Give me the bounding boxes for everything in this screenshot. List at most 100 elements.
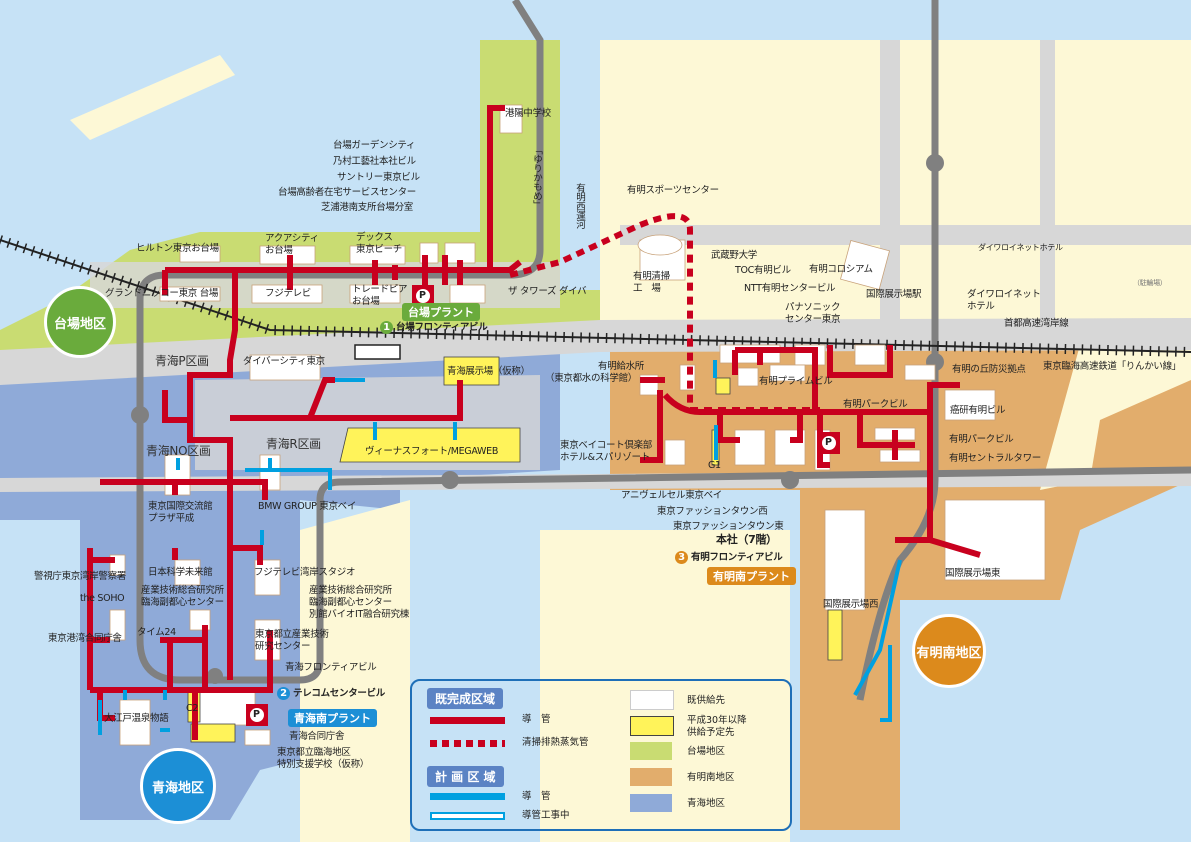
plant-number: 3 (675, 551, 688, 564)
building-label: 港陽中学校 (505, 108, 552, 119)
plant-badge-daiba: 台場プラント (402, 303, 480, 321)
building-label: センター東京 (785, 314, 841, 325)
pipes-completed (87, 105, 981, 740)
legend-construction-label: 導管工事中 (522, 810, 570, 821)
building-label: 工 場 (633, 283, 661, 294)
plant-p-icon: P (825, 437, 832, 448)
building-label: 青海合同庁舎 (289, 731, 345, 742)
yurikamome-line (136, 0, 1191, 684)
legend-planned-supply-label-1: 平成30年以降 (687, 715, 747, 726)
building-label: 東京都立臨海地区 (277, 747, 351, 758)
block-label: 青海R区画 (266, 437, 321, 451)
district-daiba: 台場地区 (44, 286, 116, 358)
building-label: フジテレビ湾岸スタジオ (254, 567, 356, 578)
building-label: 台場ガーデンシティ (333, 140, 416, 151)
plant-number: 1 (380, 321, 393, 334)
legend-ariake-swatch (630, 768, 672, 786)
map-legend: 既完成区域 導 管 清掃排熱蒸気管 計 画 区 域 導 管 導管工事中 既供給先… (410, 679, 792, 831)
building-label: ダイバーシティ東京 (243, 356, 325, 367)
plant-p-icon: P (253, 709, 260, 720)
building-label: 警視庁東京湾岸警察署 (34, 571, 127, 582)
district-aomi: 青海地区 (140, 748, 216, 824)
pipes-planned (98, 360, 902, 735)
building-label: 東京ファッションタウン東 (673, 521, 784, 532)
building-label: （東京都水の科学館） (545, 373, 638, 384)
legend-daiba-swatch (630, 742, 672, 760)
building-label: タイム24 (137, 627, 176, 638)
district-label: 台場地区 (53, 316, 106, 332)
building-label: お台場 (352, 296, 380, 307)
block-label: 青海NO区画 (146, 444, 211, 458)
building-label: 国際展示場東 (945, 568, 1001, 579)
station-marker (131, 406, 149, 424)
legend-pipe-label: 導 管 (522, 714, 551, 725)
plant-p-icon: P (419, 290, 426, 301)
plant-badge-aomi: 青海南プラント (288, 709, 377, 727)
building-label: 特別支援学校（仮称） (277, 759, 370, 770)
district-label: 青海地区 (151, 780, 204, 796)
building-label: 青海展示場（仮称） (447, 366, 530, 377)
building-label: 有明パークビル (949, 434, 1014, 445)
building-label: 青海フロンティアビル (285, 662, 377, 673)
building-label: 別館バイオIT融合研究棟 (309, 609, 410, 620)
legend-planned-supply-swatch (630, 716, 674, 736)
building-label: お台場 (265, 245, 293, 256)
legend-daiba-label: 台場地区 (687, 746, 726, 757)
building-label: 芝浦港南支所台場分室 (321, 202, 414, 213)
legend-construction-swatch (430, 812, 505, 820)
building-label: 国際展示場西 (823, 599, 879, 610)
building-label: （駐輪場） (1133, 279, 1167, 287)
building-label: 国際展示場駅 (866, 289, 922, 300)
building-label: 有明清掃 (633, 271, 670, 282)
building-label: 東京港湾合同庁舎 (48, 633, 122, 644)
plant-number: 2 (277, 687, 290, 700)
building-label: the SOHO (80, 593, 125, 604)
legend-planned-pipe-swatch (430, 793, 505, 800)
building-label: デックス (356, 232, 393, 243)
building-label: 産業技術総合研究所 (309, 585, 392, 596)
building-label: パナソニック (785, 302, 841, 313)
building-label: ダイワロイネットホテル (978, 243, 1063, 252)
building-label: ホテル (967, 301, 995, 312)
building-label: アクアシティ (265, 233, 319, 244)
station-marker (781, 471, 799, 489)
legend-steam-swatch (430, 740, 505, 747)
building-label: 東京ビーチ (356, 244, 403, 255)
legend-planned-pipe-label: 導 管 (522, 791, 551, 802)
building-label: 有明給水所 (598, 361, 645, 372)
building-label: ダイワロイネット (967, 289, 1041, 300)
building-label: 臨海副都心センター (309, 597, 392, 608)
rinkai-line-ties (0, 235, 1191, 357)
legend-aomi-swatch (630, 794, 672, 812)
plant-building-label: 有明フロンティアビル (691, 552, 783, 563)
railway-label: 東京臨海高速鉄道「りんかい線」 (1043, 361, 1182, 372)
block-label: 青海P区画 (155, 354, 209, 368)
building-label: ホテル&スパリゾート (560, 452, 650, 463)
plant-building-label: 台場フロンティアビル (396, 322, 488, 333)
rinkai-station (354, 344, 401, 360)
building-label: 台場高齢者在宅サービスセンター (278, 187, 417, 198)
legend-completed-heading: 既完成区域 (427, 688, 504, 709)
building-label: BMW GROUP 東京ベイ (258, 501, 357, 512)
building-label: 東京国際交流館 (148, 501, 213, 512)
head-office-label: 本社（7階） (716, 533, 777, 546)
station-marker (207, 668, 223, 684)
station-marker (926, 154, 944, 172)
land-beach (70, 55, 235, 140)
building-label: 大江戸温泉物語 (104, 713, 169, 724)
legend-aomi-label: 青海地区 (687, 798, 726, 809)
land-south (540, 530, 790, 842)
building-label: アニヴェルセル東京ベイ (621, 490, 723, 501)
parking-plant-markers (246, 285, 840, 726)
building-label: 有明パークビル (843, 399, 908, 410)
building-label: 東京ファッションタウン西 (657, 506, 768, 517)
building-label: 東京ベイコート倶楽部 (560, 440, 653, 451)
legend-pipe-swatch (430, 717, 505, 724)
legend-planned-supply-label-2: 供給予定先 (687, 727, 735, 738)
building-label: 有明プライムビル (759, 376, 833, 387)
district-label: 有明南地区 (916, 645, 982, 661)
building-label: 乃村工藝社本社ビル (333, 156, 416, 167)
building-label: 日本科学未来館 (148, 567, 213, 578)
building-label: 東京都立産業技術 (255, 629, 329, 640)
